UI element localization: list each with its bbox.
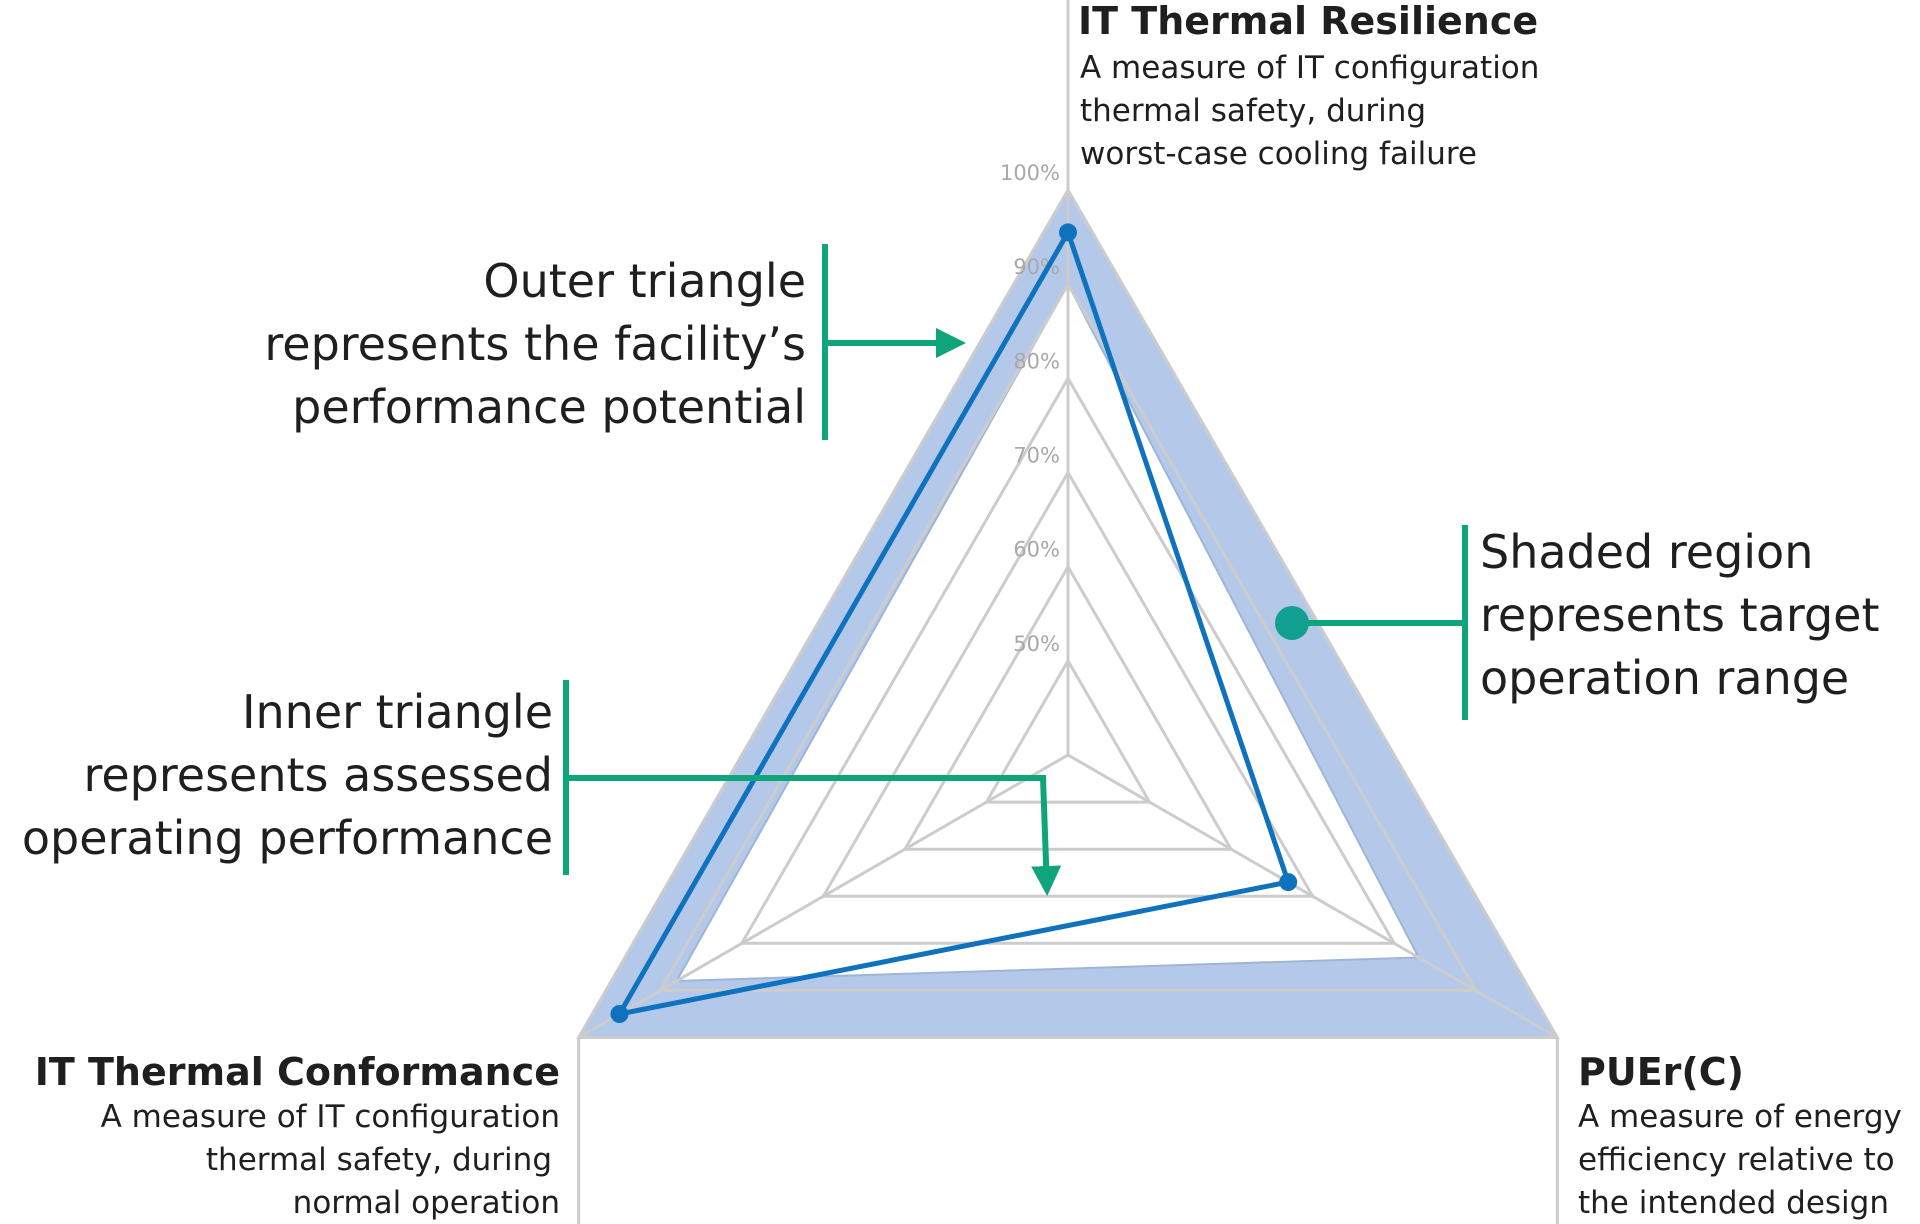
tick-label-50: 50% (1013, 632, 1060, 656)
axis-desc-left-3: normal operation (293, 1185, 560, 1221)
axis-label-right: PUEr(C) A measure of energy efficiency r… (1578, 1050, 1902, 1221)
grid-triangle-100 (576, 186, 1560, 1039)
axis-title-top: IT Thermal Resilience (1078, 0, 1538, 43)
callout-shaded-line-1: Shaded region (1480, 525, 1813, 579)
callout-inner-line-1: Inner triangle (242, 685, 553, 739)
callout-outer-line-1: Outer triangle (483, 254, 806, 308)
tick-label-60: 60% (1013, 538, 1060, 562)
callout-shaded-line-2: represents target (1480, 588, 1880, 642)
callout-outer-line-3: performance potential (292, 380, 806, 434)
axis-label-left: IT Thermal Conformance A measure of IT c… (35, 1050, 560, 1221)
assessed-points (610, 223, 1298, 1023)
axis-desc-left-2: thermal safety, during (206, 1142, 552, 1178)
assessed-performance-triangle (614, 226, 1292, 1018)
axis-desc-top-2: thermal safety, during (1080, 93, 1426, 129)
grid-triangle-80 (739, 375, 1397, 945)
tick-label-70: 70% (1013, 444, 1060, 468)
axis-desc-right-2: efficiency relative to (1578, 1142, 1895, 1178)
callout-inner-arrow (566, 775, 1062, 896)
grid-triangles (576, 186, 1560, 1039)
callout-shaded-dot (1275, 606, 1309, 640)
callout-outer-line-2: represents the facility’s (264, 317, 806, 371)
grid-triangle-60 (902, 563, 1234, 851)
assessed-point-0 (1059, 223, 1077, 242)
grid-triangle-90 (657, 281, 1479, 992)
axis-desc-top-1: A measure of IT configuration (1080, 50, 1539, 86)
axis-title-left: IT Thermal Conformance (35, 1050, 560, 1094)
axis-desc-left-1: A measure of IT configuration (101, 1099, 560, 1135)
callout-inner-line-3: operating performance (22, 811, 553, 865)
axis-desc-right-1: A measure of energy (1578, 1099, 1902, 1135)
axis-label-top: IT Thermal Resilience A measure of IT co… (1078, 0, 1539, 172)
assessed-point-2 (610, 1005, 629, 1023)
callout-shaded-line-3: operation range (1480, 651, 1849, 705)
callout-inner-line-2: represents assessed (83, 748, 553, 802)
axis-desc-top-3: worst-case cooling failure (1080, 136, 1477, 172)
grid-triangle-70 (820, 469, 1316, 898)
axis-desc-right-3: the intended design (1578, 1185, 1889, 1221)
axis-title-right: PUEr(C) (1578, 1050, 1744, 1094)
tick-label-80: 80% (1013, 349, 1060, 373)
callout-shaded-region: Shaded region represents target operatio… (1275, 525, 1880, 720)
callout-inner-triangle: Inner triangle represents assessed opera… (22, 680, 1062, 896)
axis-extension-lines (577, 0, 1559, 1224)
tick-label-100: 100% (1000, 161, 1060, 185)
grid-triangle-50 (983, 657, 1153, 804)
assessed-point-1 (1279, 873, 1298, 892)
callout-outer-triangle: Outer triangle represents the facility’s… (264, 244, 966, 440)
